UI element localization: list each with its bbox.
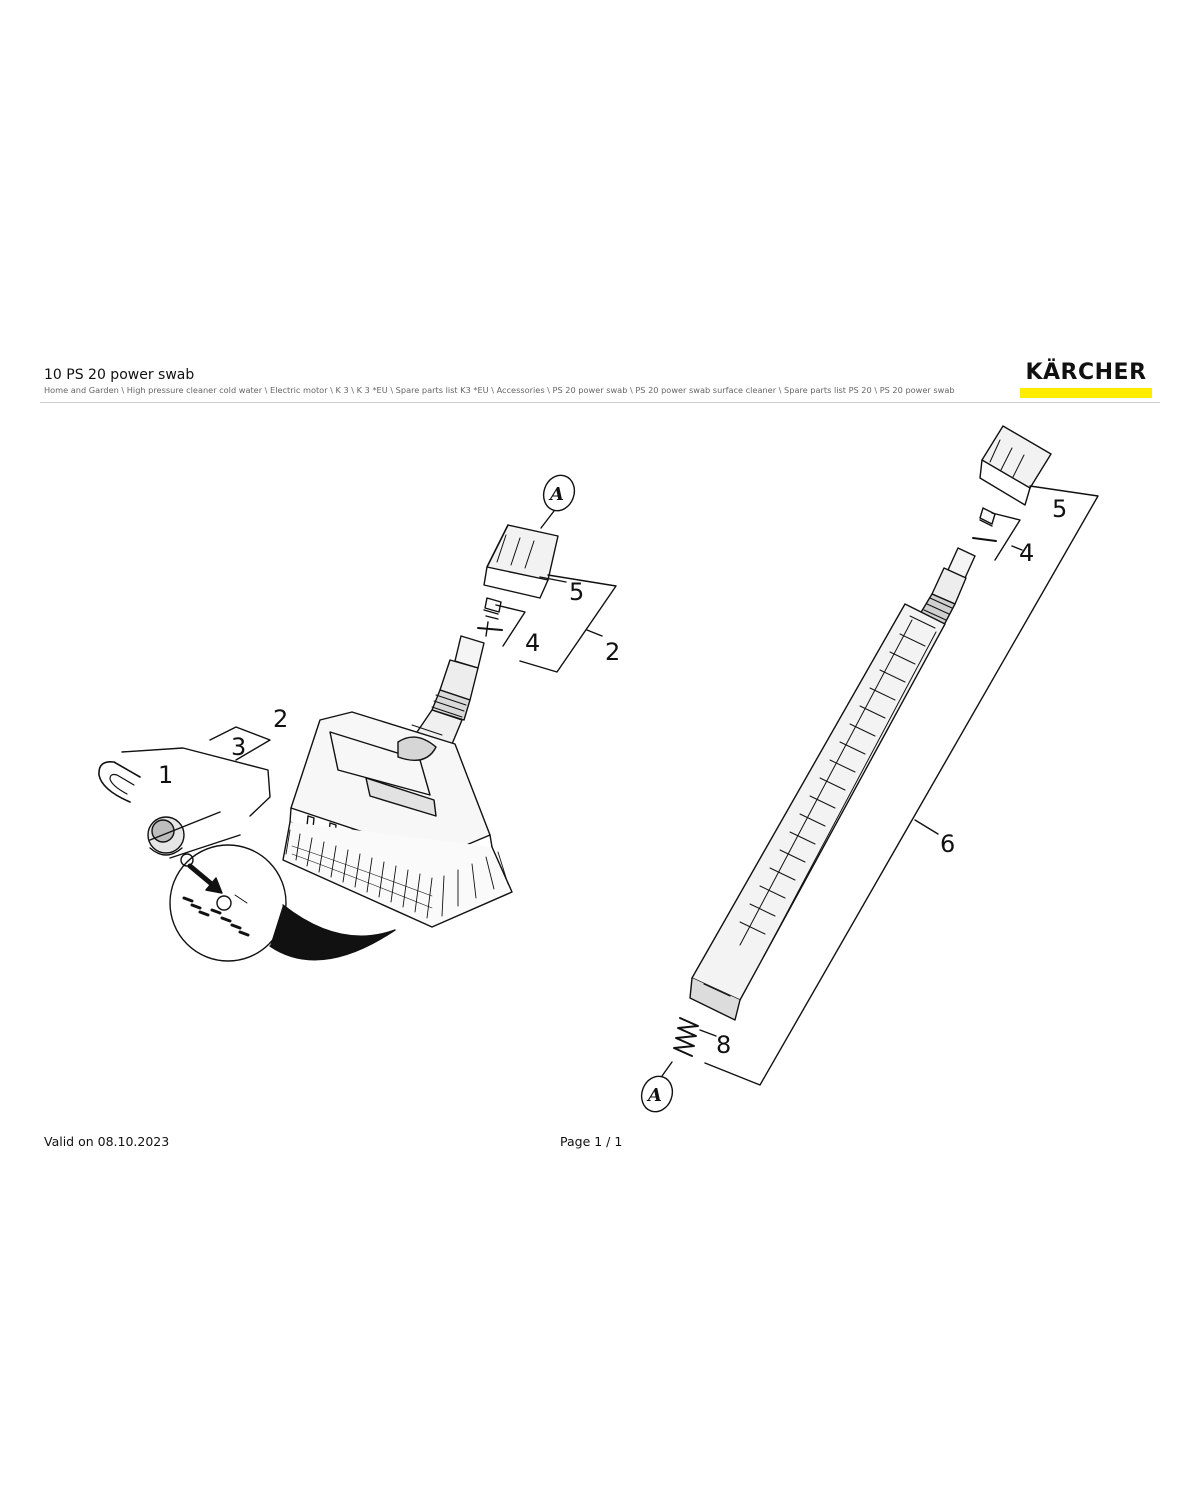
callout-2-left-upper: 2	[605, 638, 620, 666]
cap-part-left	[483, 524, 567, 599]
valid-date: Valid on 08.10.2023	[44, 1134, 170, 1149]
valve-part-left	[477, 597, 503, 637]
brush-head-left	[282, 711, 513, 928]
cap-part-right	[979, 425, 1052, 506]
page-number: Page 1 / 1	[560, 1134, 623, 1149]
clip-part-1	[98, 760, 141, 803]
bracket-4-left	[495, 604, 526, 647]
brand-name: KÄRCHER	[1025, 360, 1147, 385]
bracket-3-2	[209, 726, 271, 761]
callout-6: 6	[940, 830, 955, 858]
bracket-1-3	[121, 747, 271, 859]
valve-part-right	[972, 507, 997, 542]
leader-2-left	[586, 629, 603, 637]
callout-a-bottom: A	[646, 1085, 662, 1106]
callout-3: 3	[231, 733, 246, 761]
reference-a-top	[540, 474, 576, 529]
callout-1: 1	[158, 761, 173, 789]
brand-logo: KÄRCHER	[1020, 360, 1152, 398]
callout-5-left: 5	[569, 578, 584, 606]
callout-4-left: 4	[525, 629, 540, 657]
callout-2-left-lower: 2	[273, 705, 288, 733]
lance-tube	[689, 547, 976, 1021]
header-divider	[40, 402, 1160, 403]
bracket-5-4-left	[519, 574, 617, 673]
callout-a-top: A	[548, 484, 564, 505]
callout-8: 8	[716, 1031, 731, 1059]
bracket-lance	[704, 485, 1099, 1086]
spring-part-8	[673, 1017, 717, 1057]
brand-color-bar	[1020, 388, 1152, 398]
page-title: 10 PS 20 power swab	[44, 367, 195, 383]
breadcrumb: Home and Garden \ High pressure cleaner …	[44, 385, 955, 395]
leader-6	[914, 819, 939, 835]
page-header: 10 PS 20 power swab Home and Garden \ Hi…	[44, 366, 1160, 396]
callout-5-right: 5	[1052, 495, 1067, 523]
reference-a-bottom	[640, 1061, 674, 1113]
bracket-4-right	[991, 512, 1021, 561]
callout-4-right: 4	[1019, 539, 1034, 567]
detail-magnifier	[169, 844, 396, 962]
plug-part-3	[147, 816, 194, 867]
